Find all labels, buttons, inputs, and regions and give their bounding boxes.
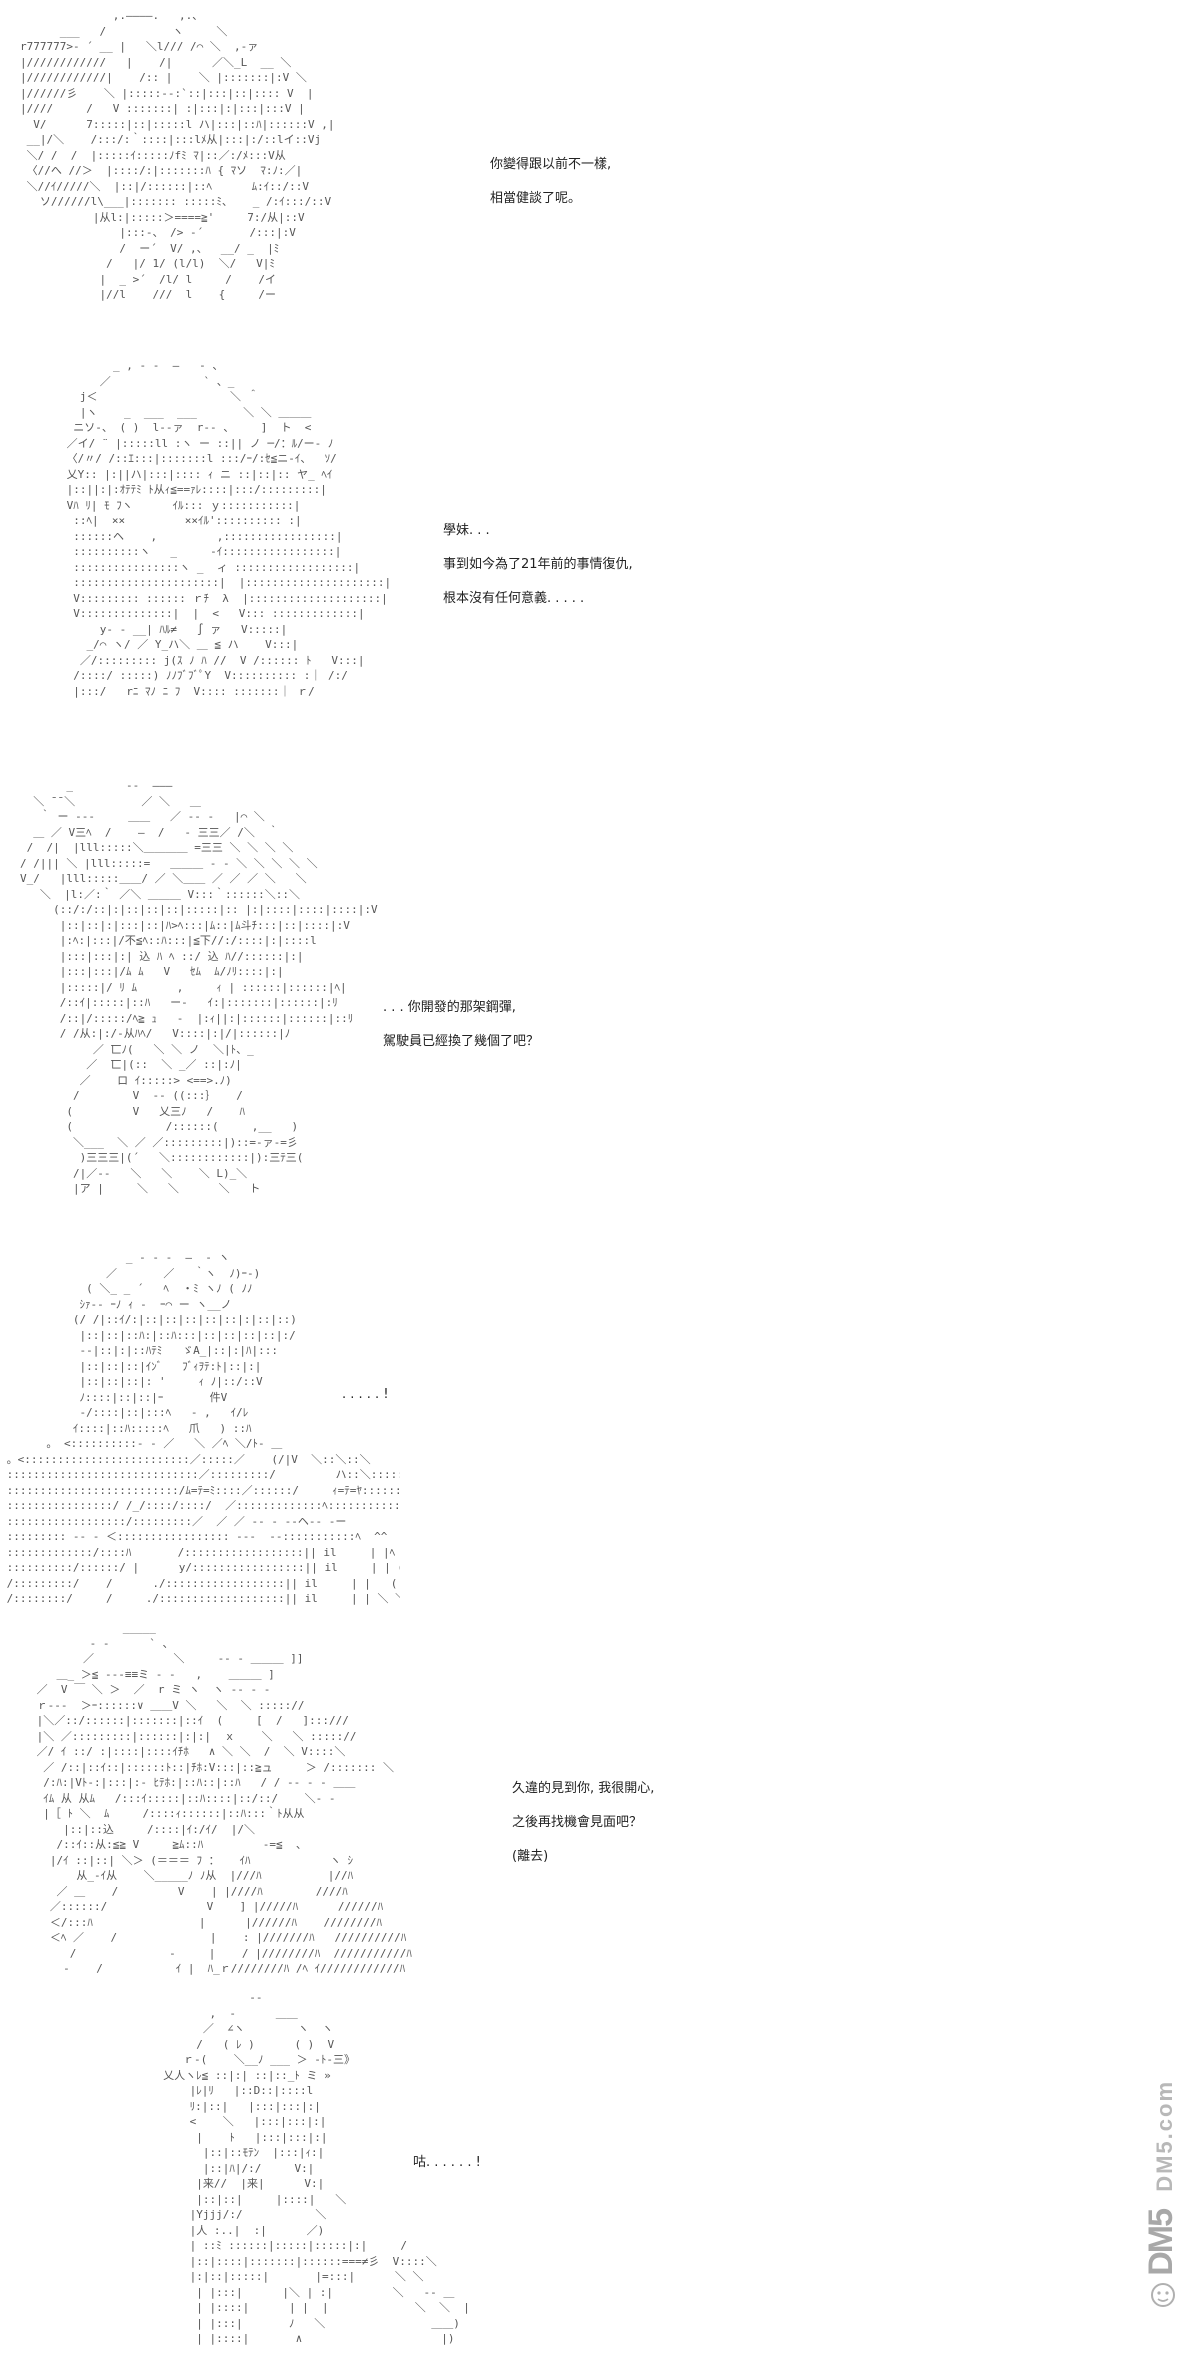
dialogue-box: 學妹. . . 事到如今為了21年前的事情復仇, 根本沒有任何意義. . . .… — [443, 514, 633, 616]
panel-2: _ , - ‐ ― - 、 ／ ` 、_ j＜ ＼ ＾ |ヽ _ ___ ___… — [0, 358, 1200, 758]
dialogue-line: (離去) — [512, 1849, 549, 1864]
dialogue-box: 久違的見到你, 我很開心, 之後再找機會見面吧？ (離去) — [512, 1772, 654, 1874]
ascii-art-character: ,.――――. ,.、 ___ / ヽ ＼ r777777>‐ ´ __ | ＼… — [20, 9, 335, 301]
dialogue-line: 相當健談了呢。 — [490, 191, 582, 206]
dialogue-box: . . . . . ! — [342, 1378, 389, 1412]
panel-3: _ ‐‐ ――― ＼ ̄ ̄ ＼ ／ ＼ ＿ ｀ ー -‐‐ ＿＿ ／ ‐‐ -… — [0, 778, 1200, 1238]
dialogue-line: 駕駛員已經換了幾個了吧？ — [383, 1034, 540, 1049]
dialogue-box: . . . 你開發的那架鋼彈, 駕駛員已經換了幾個了吧？ — [383, 991, 539, 1059]
dialogue-line: . . . 你開發的那架鋼彈, — [383, 1000, 516, 1015]
dialogue-line: 學妹. . . — [443, 523, 490, 538]
ascii-art-character: ‐‐ , ‐ ＿＿ ／ ∠ヽ ヽ ヽ / ( ﾚ ) ( ) V ｒ‐( ＼__… — [163, 1991, 470, 2345]
ascii-art-character: _ ‐ ‐ ‐ ― ‐ ヽ ／ ／ ｀ヽ ﾉ)ｰ‐) ( ＼_ _ ´ ﾍ ・ﾐ… — [6, 1251, 400, 1605]
dialogue-line: 根本沒有任何意義. . . . . — [443, 591, 585, 606]
dialogue-box: 咕. . . . . . ! — [413, 2146, 481, 2180]
watermark-logo: DM5 — [1142, 2210, 1180, 2276]
dialogue-line: 久違的見到你, 我很開心, — [512, 1781, 655, 1796]
panel-1: ,.――――. ,.、 ___ / ヽ ＼ r777777>‐ ´ __ | ＼… — [0, 0, 1200, 345]
panel-6: ‐‐ , ‐ ＿＿ ／ ∠ヽ ヽ ヽ / ( ﾚ ) ( ) V ｒ‐( ＼__… — [0, 1990, 1200, 2370]
ascii-art-character: _____ ‐ ‐ ` 、 ／ ＼ ‐‐ ‐ ＿＿＿ ]] ＿_ ＞≦ ‐‐‐≡… — [36, 1621, 412, 1975]
watermark: DM5.com DM5 — [1134, 2080, 1194, 2370]
ascii-art-character: _ , - ‐ ― - 、 ／ ` 、_ j＜ ＼ ＾ |ヽ _ ___ ___… — [66, 359, 392, 698]
mascot-icon — [1151, 2283, 1175, 2307]
dialogue-line: . . . . . ! — [342, 1387, 389, 1402]
dialogue-line: 咕. . . . . . ! — [413, 2155, 481, 2170]
panel-4: _ ‐ ‐ ‐ ― ‐ ヽ ／ ／ ｀ヽ ﾉ)ｰ‐) ( ＼_ _ ´ ﾍ ・ﾐ… — [0, 1250, 1200, 1610]
dialogue-line: 你變得跟以前不一樣, — [490, 157, 612, 172]
ascii-art-character: _ ‐‐ ――― ＼ ̄ ̄ ＼ ／ ＼ ＿ ｀ ー -‐‐ ＿＿ ／ ‐‐ -… — [20, 779, 378, 1195]
dialogue-box: 你變得跟以前不一樣, 相當健談了呢。 — [490, 148, 611, 216]
panel-5: _____ ‐ ‐ ` 、 ／ ＼ ‐‐ ‐ ＿＿＿ ]] ＿_ ＞≦ ‐‐‐≡… — [0, 1620, 1200, 1980]
dialogue-line: 之後再找機會見面吧？ — [512, 1815, 643, 1830]
dialogue-line: 事到如今為了21年前的事情復仇, — [443, 557, 633, 572]
watermark-site-text: DM5.com — [1152, 2080, 1177, 2192]
